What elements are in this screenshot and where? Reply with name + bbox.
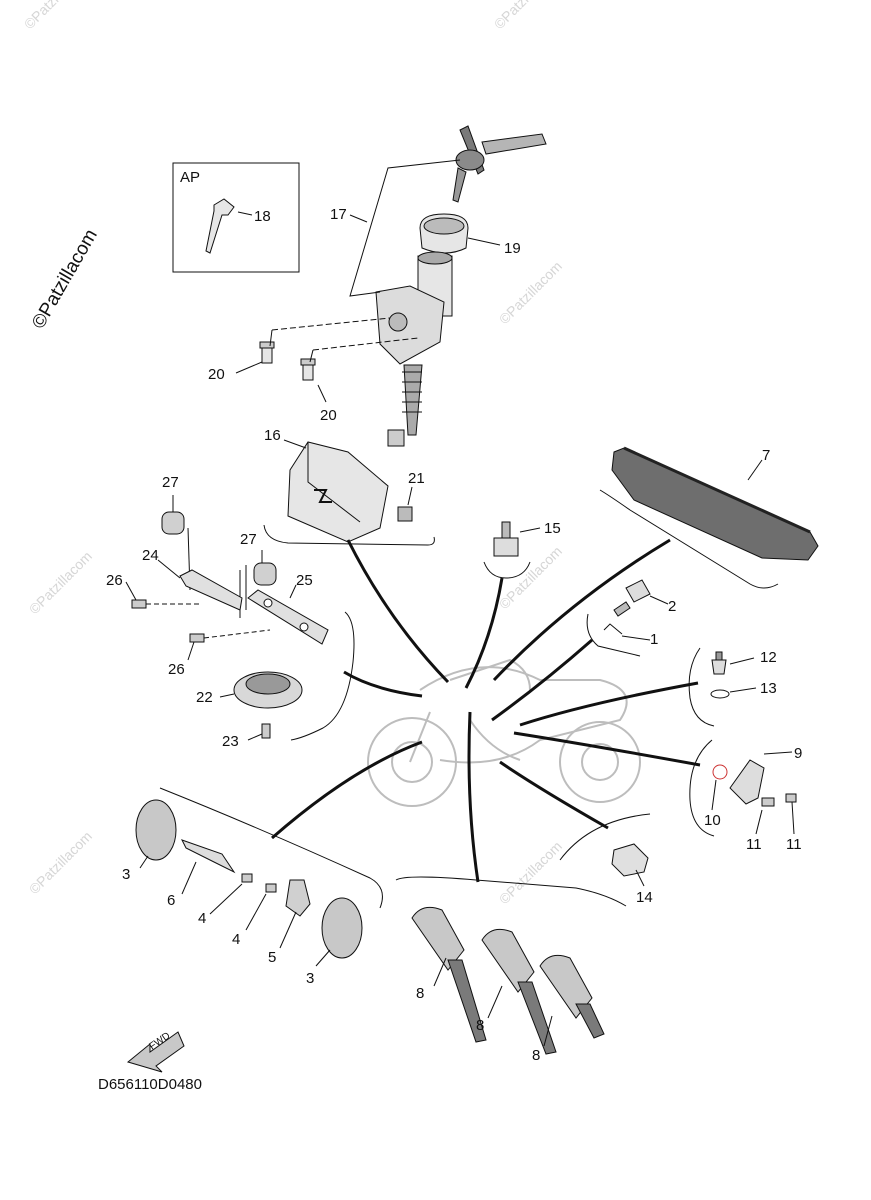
callout-18: 18 — [254, 208, 271, 225]
callout-7: 7 — [762, 447, 770, 464]
faint-watermarks: ©Patzillacom ©Patzillacom ©Patzillacom ©… — [21, 0, 565, 907]
callout-19: 19 — [504, 240, 521, 257]
sensor-15 — [483, 521, 541, 579]
callout-1: 1 — [650, 631, 658, 648]
watermark-faint: ©Patzillacom — [21, 0, 90, 32]
callout-3: 3 — [306, 970, 314, 987]
callout-14: 14 — [636, 889, 653, 906]
horn-assembly — [125, 495, 355, 741]
callouts: 1 2 3 3 4 4 5 6 7 8 8 8 9 10 11 11 12 13… — [106, 206, 802, 1064]
callout-4: 4 — [232, 931, 240, 948]
callout-2: 2 — [668, 598, 676, 615]
sensor-2 — [613, 579, 669, 617]
watermark-faint: ©Patzillacom — [496, 258, 565, 327]
callout-21: 21 — [408, 470, 425, 487]
bracket-assembly — [263, 439, 435, 546]
callout-4: 4 — [198, 910, 206, 927]
watermark-faint: ©Patzillacom — [26, 828, 95, 897]
callout-27: 27 — [240, 531, 257, 548]
callout-25: 25 — [296, 572, 313, 589]
watermark-faint: ©Patzillacom — [496, 838, 565, 907]
fwd-arrow-icon: FWD — [126, 1030, 185, 1073]
ignition-assembly — [235, 125, 547, 447]
callout-5: 5 — [268, 949, 276, 966]
cover-assembly — [135, 787, 383, 967]
sensor-14 — [559, 813, 651, 887]
callout-13: 13 — [760, 680, 777, 697]
callout-27: 27 — [162, 474, 179, 491]
callout-26: 26 — [106, 572, 123, 589]
callout-3: 3 — [122, 866, 130, 883]
inset-label: AP — [180, 169, 200, 186]
callout-8: 8 — [476, 1017, 484, 1034]
key-part-18 — [205, 198, 235, 254]
callout-9: 9 — [794, 745, 802, 762]
part-1 — [586, 613, 651, 657]
callout-15: 15 — [544, 520, 561, 537]
callout-20: 20 — [320, 407, 337, 424]
diagram-code: D656110D0480 — [98, 1076, 202, 1093]
callout-20: 20 — [208, 366, 225, 383]
callout-22: 22 — [196, 689, 213, 706]
sensor-12-13 — [688, 647, 757, 727]
callout-10: 10 — [704, 812, 721, 829]
callout-11: 11 — [746, 836, 762, 853]
panel-7 — [599, 446, 819, 589]
injector-assembly — [395, 876, 627, 1055]
watermark-faint: ©Patzillacom — [491, 0, 560, 32]
callout-6: 6 — [167, 892, 175, 909]
callout-16: 16 — [264, 427, 281, 444]
callout-8: 8 — [532, 1047, 540, 1064]
callout-8: 8 — [416, 985, 424, 1002]
motorcycle-silhouette — [367, 658, 641, 807]
callout-23: 23 — [222, 733, 239, 750]
sensor-9-11 — [689, 739, 797, 837]
inset-ap: AP — [172, 162, 300, 273]
watermark-main: ©Patzillacom — [28, 226, 102, 333]
callout-12: 12 — [760, 649, 777, 666]
callout-26: 26 — [168, 661, 185, 678]
watermark-faint: ©Patzillacom — [26, 548, 95, 617]
callout-24: 24 — [142, 547, 159, 564]
callout-17: 17 — [330, 206, 347, 223]
connection-lines — [271, 538, 701, 883]
callout-11: 11 — [786, 836, 802, 853]
